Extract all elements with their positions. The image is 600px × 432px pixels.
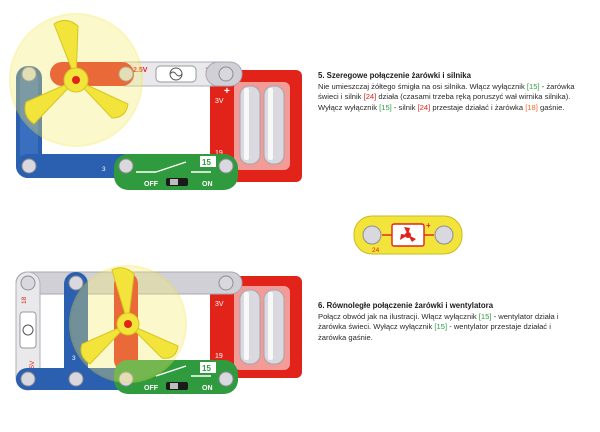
wire-left-blue [16, 66, 42, 178]
bulb-voltage-label: 2.5V [133, 67, 148, 74]
motor-plus-sign: + [426, 221, 431, 230]
section-5-text-part: Nie umieszczaj żółtego śmigła na osi sil… [318, 82, 527, 92]
section-6-text-part: - wentylator działa i żarówka świeci. Wy… [318, 312, 559, 332]
bulb-voltage-label: 2.5V [29, 360, 36, 374]
section-5-text: 5. Szeregowe połączenie żarówki i silnik… [318, 71, 580, 113]
section-5-text-part: działa (czasami trzeba ręką poruszyć wał… [318, 92, 571, 112]
section-5-text-part: gaśnie. [537, 102, 565, 112]
section-5-text-part: przestaje działać i żarówka [430, 102, 526, 112]
battery-voltage-label: 3V [215, 301, 224, 308]
switch-on-label: ON [202, 181, 213, 188]
ref-switch-15: [15] [434, 322, 448, 332]
section-5-text-part: - silnik [391, 102, 418, 112]
ref-switch-15: [15] [526, 82, 540, 92]
switch-off-label: OFF [144, 385, 159, 392]
section-5-title: 5. Szeregowe połączenie żarówki i silnik… [318, 71, 471, 80]
bulb-module-vertical: 18 2.5V [15, 271, 41, 391]
battery-number-label: 19 [215, 353, 223, 360]
section-6-title: 6. Równoległe połączenie żarówki i wenty… [318, 301, 494, 310]
motor-number-label: 24 [372, 247, 380, 254]
section-6-text: 6. Równoległe połączenie żarówki i wenty… [318, 301, 580, 343]
wire-bottom-blue [16, 154, 136, 178]
battery-holder: 3V 19 + [210, 70, 302, 182]
battery-holder: 3V 19 [210, 276, 302, 378]
battery-voltage-label: 3V [215, 98, 224, 105]
ref-switch-15: [15] [379, 102, 392, 112]
fan-propeller [69, 265, 187, 383]
circuit-diagram-parallel: 3V 19 18 2.5V 15 OFF ON 3 [15, 265, 302, 394]
ref-bulb-18: [18] [525, 102, 538, 112]
snap-connectors [21, 66, 234, 174]
section-6-paragraph: Połącz obwód jak na ilustracji. Włącz wy… [318, 312, 580, 343]
battery-number-label: 19 [215, 150, 223, 157]
section-6-text-part: Połącz obwód jak na ilustracji. Włącz wy… [318, 312, 479, 322]
section-6-text-part: - wentylator przestaje działać i żarówka… [318, 322, 551, 342]
switch-module: 15 OFF ON [114, 360, 238, 394]
section-5-paragraph: Nie umieszczaj żółtego śmigła na osi sil… [318, 82, 580, 113]
circuit-diagram-series: 3V 19 + 2.5V 18 15 OFF ON [9, 13, 302, 190]
switch-module: 15 OFF ON [114, 154, 238, 190]
bulb-number-label: 18 [21, 296, 28, 304]
ref-motor-24: [24] [363, 92, 377, 102]
battery-plus-sign: + [224, 86, 230, 97]
switch-on-label: ON [202, 385, 213, 392]
bulb-module: 2.5V 18 [113, 61, 237, 87]
section-5-text-part: - żarówka świeci i silnik [318, 82, 575, 102]
wire-number-label: 3 [102, 166, 106, 173]
switch-number-label: 15 [202, 364, 211, 373]
wire-vertical-blue [64, 272, 88, 390]
fan-propeller [9, 13, 143, 147]
motor-module-illustration: + 24 [353, 215, 463, 255]
wire-number-label: 3 [72, 355, 76, 362]
ref-motor-24: [24] [417, 102, 431, 112]
switch-number-label: 15 [202, 158, 211, 167]
switch-off-label: OFF [144, 181, 159, 188]
ref-switch-15: [15] [478, 312, 492, 322]
